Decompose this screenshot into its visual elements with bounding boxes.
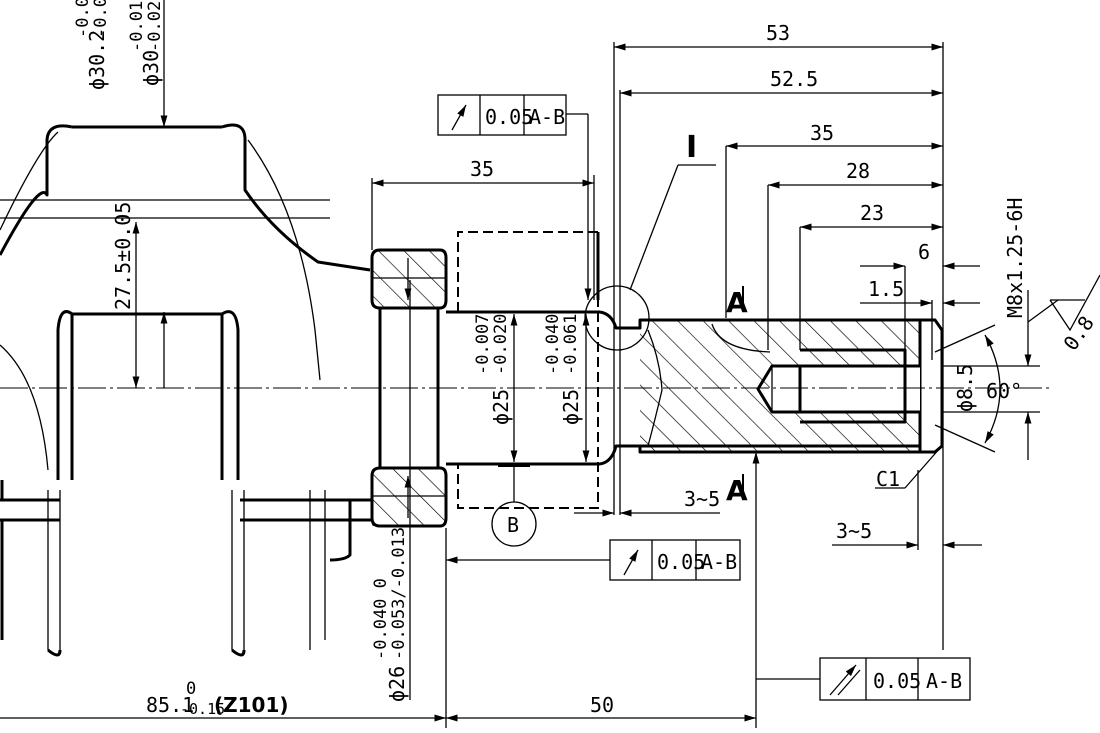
dim-d30: ϕ30 xyxy=(139,50,163,86)
runout-arrow-icon xyxy=(623,549,639,576)
dim-50: 50 xyxy=(590,693,614,717)
tolerance-frame-3: 0.05 A-B xyxy=(756,657,971,701)
dim-d25-b: ϕ25 xyxy=(559,389,583,425)
roughness-value: 0.8 xyxy=(1058,312,1098,355)
bearing-phantom xyxy=(457,231,600,509)
tolerance-3-value: 0.05 xyxy=(873,669,921,693)
tolerance-2-value: 0.05 xyxy=(657,550,705,574)
total-runout-icon xyxy=(829,664,861,696)
datum-b-marker: B xyxy=(491,501,537,547)
tolerance-frame-2: 0.05 A-B xyxy=(446,539,741,581)
dim-27-5: 27.5±0.05 xyxy=(111,202,135,310)
tolerance-1-value: 0.05 xyxy=(485,105,533,129)
dim-d30-upper: -0.015 xyxy=(127,0,147,52)
surface-roughness-icon: 0.8 xyxy=(1027,274,1100,355)
thread-spec: M8x1.25-6H xyxy=(1003,198,1027,318)
dim-c1: C1 xyxy=(876,467,900,491)
datum-b-label: B xyxy=(507,513,519,537)
dim-35-right: 35 xyxy=(810,121,834,145)
dim-85-1-lower: -0.15 xyxy=(180,700,225,718)
dim-6: 6 xyxy=(918,240,930,264)
dim-3-5-mid: 3~5 xyxy=(684,487,720,511)
section-a-label-top: A xyxy=(726,286,748,319)
dim-d26-upper: -0.040 0 xyxy=(371,578,391,660)
dim-1-5: 1.5 xyxy=(868,277,904,301)
tolerance-2-datum: A-B xyxy=(701,550,737,574)
dim-d30-2: ϕ30.2 xyxy=(85,30,109,90)
dim-85-1: 85.1 xyxy=(146,693,194,717)
crank-web xyxy=(0,123,372,657)
dim-d25-b-upper: -0.040 xyxy=(543,314,563,375)
dim-60-deg: 60° xyxy=(986,379,1022,403)
dim-d25-a-lower: -0.020 xyxy=(491,314,511,375)
dim-d30-2-upper: -0.015 xyxy=(73,0,93,38)
view-i-label: I xyxy=(686,130,697,165)
dim-d30-2-lower: -0.025 xyxy=(91,0,111,38)
dim-d25-a: ϕ25 xyxy=(489,389,513,425)
dim-53: 53 xyxy=(766,21,790,45)
tolerance-1-datum: A-B xyxy=(529,105,565,129)
dim-85-1-note: (Z101) xyxy=(214,693,289,717)
dim-d25-a-upper: -0.007 xyxy=(473,314,493,375)
dimension-lines xyxy=(0,0,1040,728)
tolerance-frame-1: 0.05 A-B xyxy=(437,94,592,300)
dim-d26-lower: -0.053/-0.013 xyxy=(389,527,409,660)
dim-8-5: ϕ8.5 xyxy=(953,364,977,412)
dim-28: 28 xyxy=(846,159,870,183)
section-a-label-bottom: A xyxy=(726,474,748,507)
dim-d30-lower: -0.025 xyxy=(145,0,165,52)
dim-d25-b-lower: -0.061 xyxy=(561,314,581,375)
dim-35-left: 35 xyxy=(470,157,494,181)
dimension-texts: 53 52.5 35 28 23 6 1.5 35 50 3~5 3~5 C1 … xyxy=(73,0,1027,718)
dim-85-1-upper: 0 xyxy=(186,679,196,699)
tolerance-3-datum: A-B xyxy=(926,669,962,693)
dim-23: 23 xyxy=(860,201,884,225)
dim-3-5-right: 3~5 xyxy=(836,519,872,543)
dim-d26: ϕ26 xyxy=(385,666,409,702)
runout-arrow-icon xyxy=(451,104,467,131)
dim-52-5: 52.5 xyxy=(770,67,818,91)
